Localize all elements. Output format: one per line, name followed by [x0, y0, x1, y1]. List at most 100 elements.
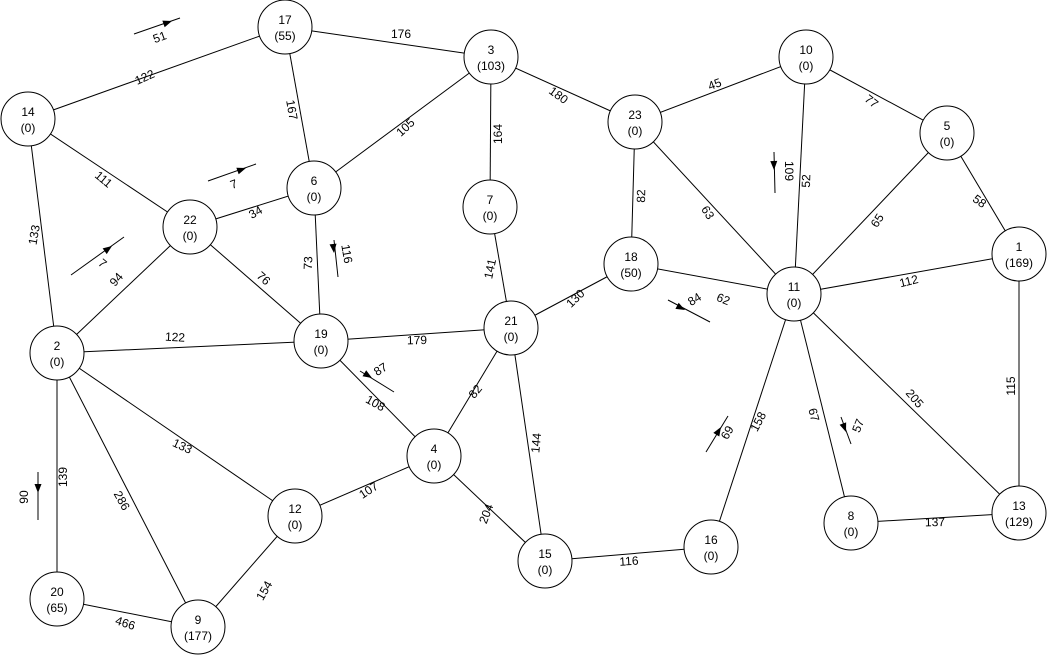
node-id-14: 14 [21, 105, 35, 119]
flow-arrowhead-2-20 [34, 484, 42, 493]
flow-arrow-2-20: 90 [17, 472, 42, 520]
node-circle-20 [29, 571, 85, 627]
edge-label-2-12: 133 [170, 436, 194, 457]
node-1: 1(169) [991, 226, 1047, 282]
flow-arrow-22-2: 7 [70, 236, 125, 276]
flow-arrowhead-22-2 [102, 246, 112, 255]
edge-label-10-5: 77 [862, 92, 881, 111]
edge-label-2-19: 122 [165, 330, 186, 345]
flow-arrow-19-4: 87 [359, 360, 395, 393]
node-circle-17 [257, 0, 313, 55]
node-circle-6 [286, 160, 342, 216]
edge-label-3-23: 180 [546, 84, 571, 107]
node-circle-9 [170, 599, 226, 655]
node-circle-18 [603, 236, 659, 292]
node-value-5: (0) [940, 135, 955, 149]
node-15: 15(0) [517, 533, 573, 589]
edge-label-3-7: 164 [491, 124, 505, 144]
edge-label-5-1: 58 [970, 192, 989, 211]
node-id-18: 18 [624, 250, 638, 264]
node-id-16: 16 [704, 533, 718, 547]
node-id-9: 9 [195, 613, 202, 627]
node-circle-8 [823, 495, 879, 551]
node-value-4: (0) [427, 458, 442, 472]
flow-arrowhead-18-11 [675, 302, 685, 310]
node-value-15: (0) [538, 563, 553, 577]
edge-label-11-8: 67 [805, 407, 822, 424]
node-value-11: (0) [787, 296, 802, 310]
node-value-6: (0) [307, 190, 322, 204]
node-3: 3(103) [463, 29, 519, 85]
edge-label-23-10: 45 [706, 75, 724, 93]
node-id-15: 15 [538, 547, 552, 561]
node-circle-1 [991, 226, 1047, 282]
node-id-11: 11 [788, 280, 801, 294]
edge-3-6 [313, 56, 492, 189]
node-circle-14 [0, 91, 56, 147]
flow-line-10-11 [773, 151, 776, 194]
node-circle-11 [766, 266, 822, 322]
node-id-22: 22 [183, 213, 197, 227]
node-id-4: 4 [431, 442, 438, 456]
node-id-19: 19 [314, 327, 328, 341]
node-circle-13 [991, 485, 1047, 541]
edge-22-19 [189, 226, 322, 342]
flow-label-18-11: 84 [685, 290, 704, 309]
node-circle-12 [267, 488, 323, 544]
node-value-3: (103) [477, 59, 505, 73]
edge-label-21-15: 144 [528, 432, 544, 453]
node-9: 9(177) [170, 599, 226, 655]
flow-arrow-22-6: 7 [207, 163, 257, 192]
edge-label-2-9: 286 [111, 488, 133, 513]
edge-label-22-2: 94 [107, 270, 127, 290]
node-value-2: (0) [50, 355, 65, 369]
edge-21-15 [510, 327, 546, 562]
edge-label-23-11: 63 [698, 203, 717, 222]
edge-label-11-16: 158 [747, 409, 769, 434]
edge-label-4-15: 204 [476, 502, 496, 526]
edge-1-11 [793, 253, 1020, 295]
edge-label-14-22: 111 [92, 168, 115, 191]
node-circle-5 [919, 105, 975, 161]
edge-2-12 [56, 352, 296, 517]
node-value-23: (0) [628, 124, 643, 138]
node-20: 20 (65) [29, 571, 85, 627]
node-value-20: (65) [46, 601, 67, 615]
node-17: 17(55) [257, 0, 313, 55]
flow-line-18-11 [667, 299, 711, 323]
node-6: 6(0) [286, 160, 342, 216]
node-circle-21 [483, 300, 539, 356]
node-id-20: 20 [50, 585, 64, 599]
node-circle-15 [517, 533, 573, 589]
node-circle-23 [607, 94, 663, 150]
edge-label-3-6: 105 [393, 115, 417, 139]
node-value-17: (55) [274, 29, 295, 43]
edge-label-2-20: 139 [56, 467, 70, 487]
edge-label-17-3: 176 [391, 27, 411, 41]
flow-arrow-18-11: 84 [667, 290, 711, 323]
edge-label-18-21: 130 [563, 286, 587, 310]
node-circle-7 [462, 179, 518, 235]
edge-label-14-2: 133 [26, 223, 43, 245]
edge-label-22-6: 34 [246, 203, 265, 222]
edge-label-15-16: 116 [619, 554, 639, 569]
node-value-7: (0) [483, 209, 498, 223]
flow-arrowhead-19-4 [362, 370, 372, 378]
node-value-19: (0) [314, 343, 329, 357]
flow-arrow-11-8: 57 [839, 417, 867, 445]
flow-arrowhead-14-17 [162, 20, 172, 28]
edge-label-14-17: 122 [133, 67, 157, 88]
edge-label-1-13: 115 [1004, 376, 1018, 395]
node-value-16: (0) [704, 549, 719, 563]
flow-arrowhead-6-19 [329, 243, 337, 253]
flow-label-11-16: 69 [718, 423, 737, 442]
node-23: 23(0) [607, 94, 663, 150]
node-circle-19 [293, 313, 349, 369]
node-14: 14(0) [0, 91, 56, 147]
edge-label-10-11: 52 [799, 174, 813, 188]
edge-label-12-4: 107 [356, 479, 381, 502]
node-16: 16(0) [683, 519, 739, 575]
node-value-18: (50) [620, 266, 641, 280]
